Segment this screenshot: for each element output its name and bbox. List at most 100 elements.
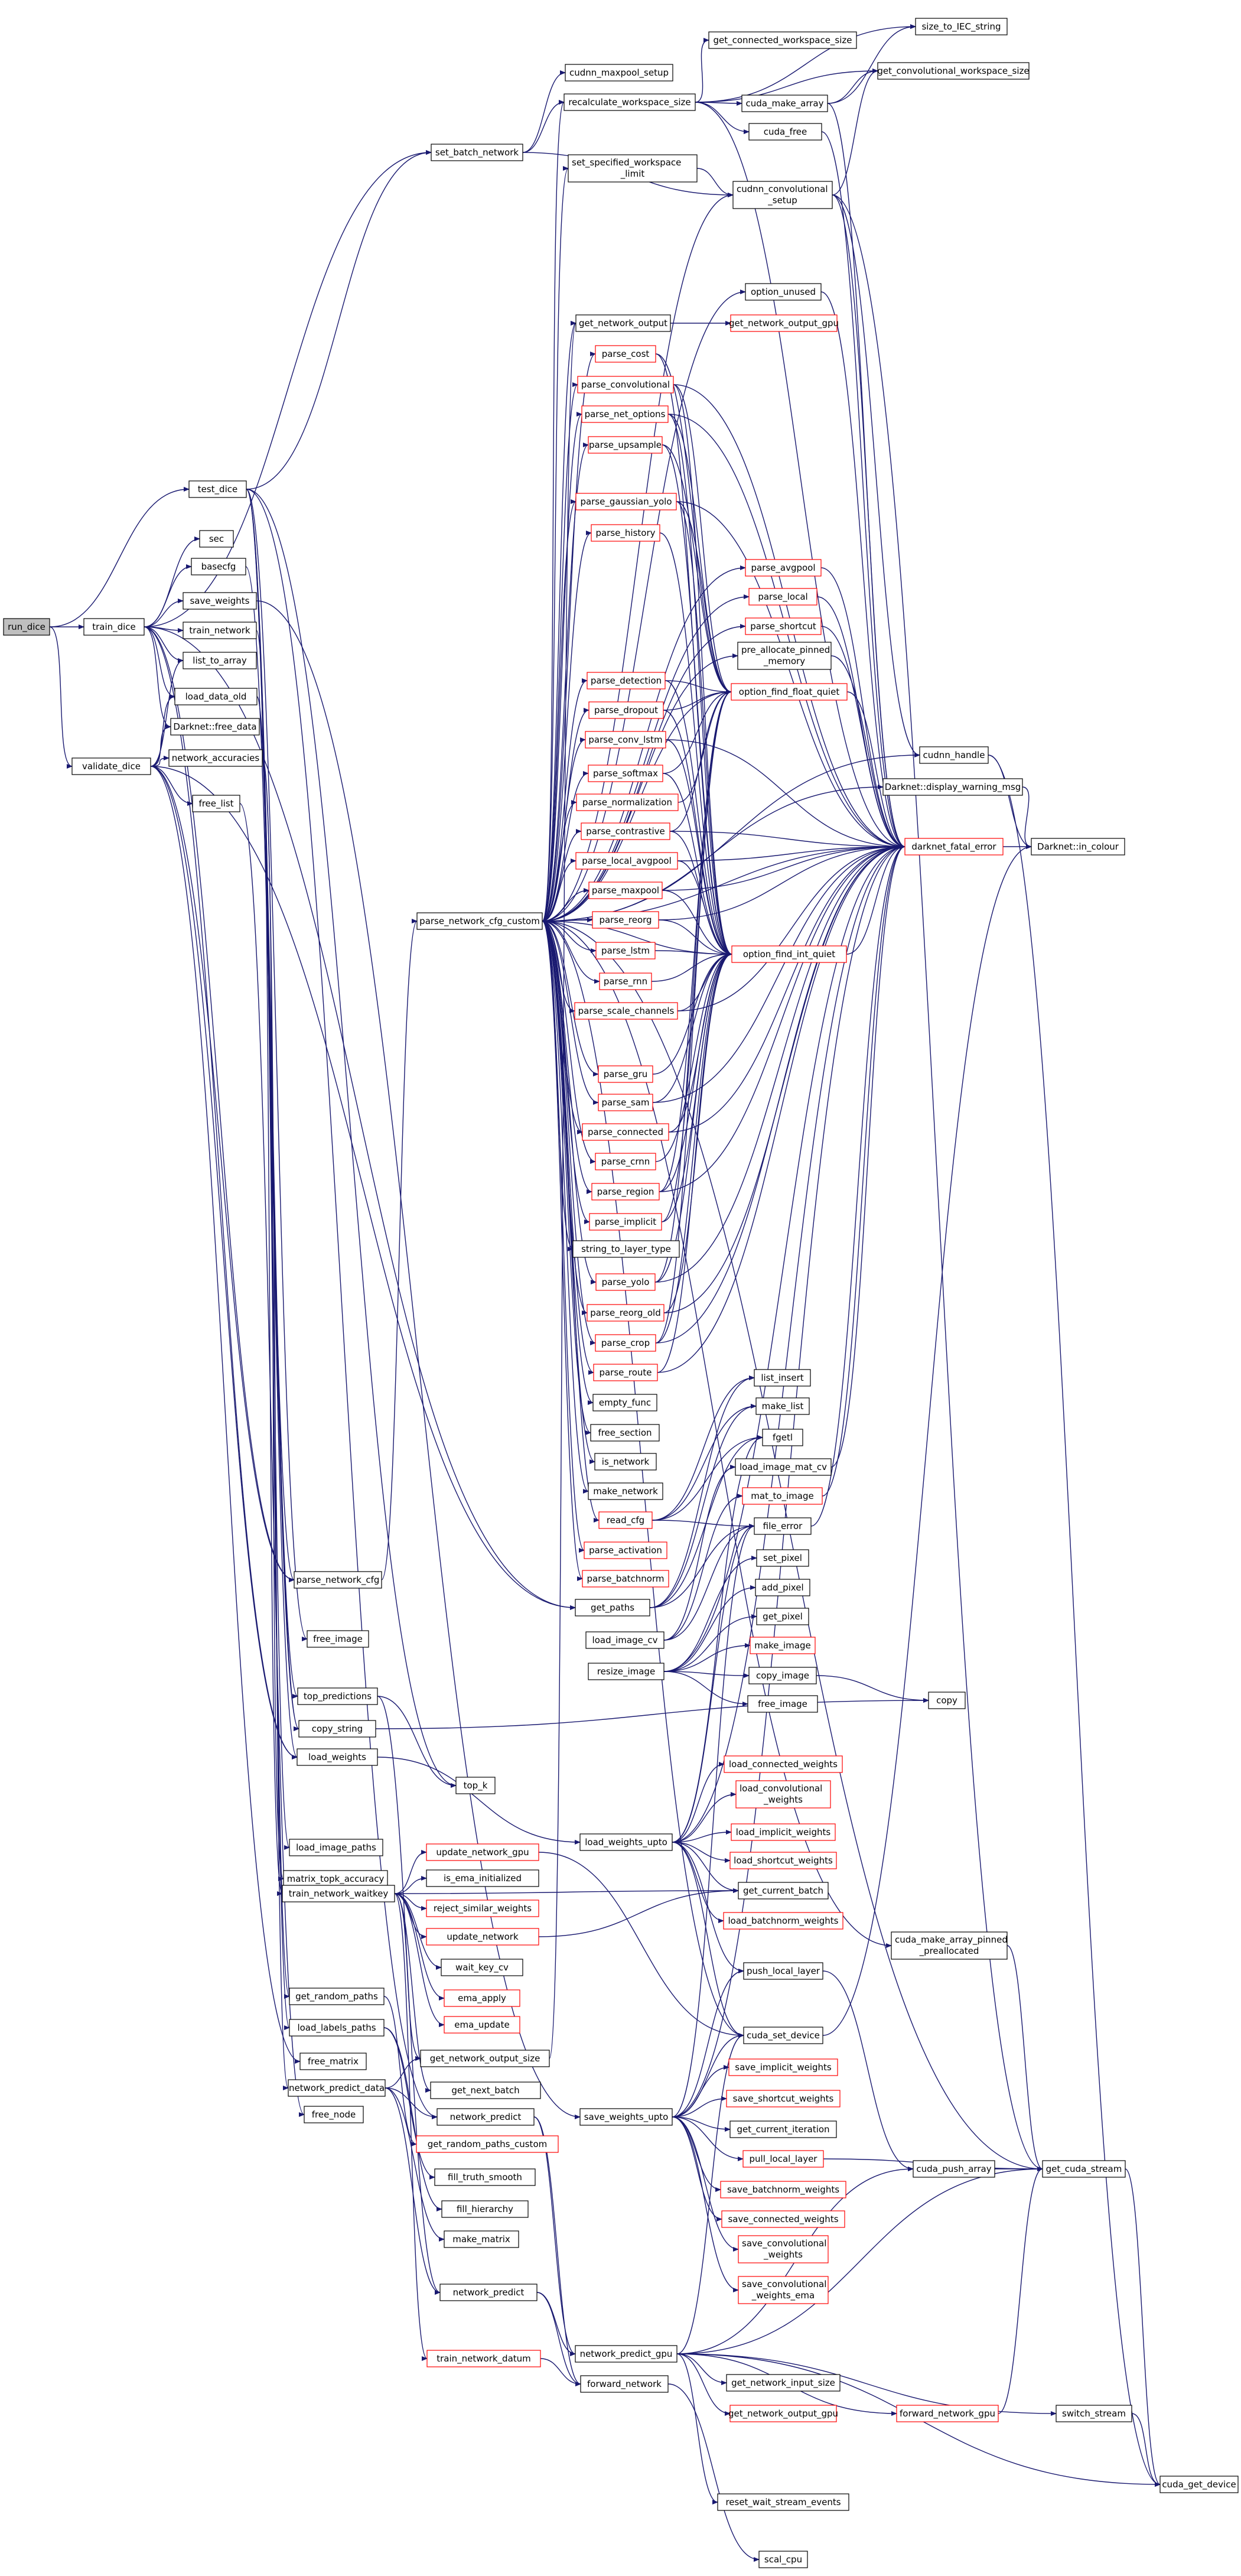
node-read-cfg[interactable]: read_cfg	[598, 1511, 653, 1529]
node-reject-similar-weights[interactable]: reject_similar_weights	[426, 1900, 539, 1917]
node-box[interactable]	[83, 618, 145, 636]
node-file-error[interactable]: file_error	[754, 1517, 812, 1535]
node-box[interactable]	[592, 911, 659, 929]
node-box[interactable]	[731, 1823, 836, 1841]
node-network-accuracies[interactable]: network_accuracies	[168, 749, 263, 767]
node-box[interactable]	[444, 2230, 519, 2248]
node-set-pixel[interactable]: set_pixel	[756, 1549, 809, 1567]
node-parse-scale-channels[interactable]: parse_scale_channels	[574, 1002, 678, 1020]
node-box[interactable]	[183, 652, 257, 669]
node-list-insert[interactable]: list_insert	[754, 1369, 811, 1387]
node-box[interactable]	[891, 1931, 1008, 1960]
node-train-network-datum[interactable]: train_network_datum	[426, 2350, 541, 2367]
node-parse-net-options[interactable]: parse_net_options	[581, 405, 669, 423]
node-parse-network-cfg-custom[interactable]: parse_network_cfg_custom	[416, 912, 543, 930]
node-parse-gaussian-yolo[interactable]: parse_gaussian_yolo	[575, 493, 677, 510]
node-load-labels-paths[interactable]: load_labels_paths	[289, 2019, 385, 2037]
node-get-next-batch[interactable]: get_next_batch	[430, 2081, 541, 2099]
node-get-current-iteration[interactable]: get_current_iteration	[729, 2120, 837, 2138]
node-save-weights[interactable]: save_weights	[183, 592, 257, 610]
node-box[interactable]	[420, 2050, 550, 2067]
node-copy-image[interactable]: copy_image	[748, 1667, 817, 1684]
node-box[interactable]	[579, 1833, 673, 1851]
node-load-image-cv[interactable]: load_image_cv	[585, 1631, 665, 1649]
node-size-to-iec-string[interactable]: size_to_IEC_string	[915, 18, 1008, 35]
node-box[interactable]	[575, 1599, 650, 1616]
node-box[interactable]	[738, 1882, 829, 1900]
node-save-implicit-weights[interactable]: save_implicit_weights	[728, 2058, 838, 2076]
node-box[interactable]	[587, 1304, 665, 1322]
node-box[interactable]	[575, 852, 678, 870]
node-load-weights[interactable]: load_weights	[297, 1748, 378, 1766]
node-box[interactable]	[742, 1487, 823, 1505]
node-box[interactable]	[174, 688, 258, 705]
node-make-list[interactable]: make_list	[755, 1397, 810, 1415]
node-box[interactable]	[575, 2345, 677, 2363]
node-box[interactable]	[595, 345, 656, 363]
node-box[interactable]	[748, 588, 817, 606]
node-box[interactable]	[455, 1777, 496, 1794]
node-box[interactable]	[576, 793, 679, 811]
node-cuda-free[interactable]: cuda_free	[748, 123, 822, 141]
node-get-convolutional-workspace-size[interactable]: get_convolutional_workspace_size	[877, 62, 1030, 80]
node-box[interactable]	[307, 1630, 369, 1648]
node-box[interactable]	[731, 945, 847, 963]
node-get-random-paths-custom[interactable]: get_random_paths_custom	[416, 2135, 559, 2153]
node-add-pixel[interactable]: add_pixel	[755, 1579, 810, 1596]
node-box[interactable]	[755, 1397, 810, 1415]
node-box[interactable]	[580, 2375, 669, 2393]
node-box[interactable]	[71, 757, 151, 775]
node-box[interactable]	[729, 2120, 837, 2138]
node-box[interactable]	[748, 123, 822, 141]
node-box[interactable]	[728, 2058, 838, 2076]
node-box[interactable]	[426, 1900, 539, 1917]
node-box[interactable]	[756, 1549, 809, 1567]
node-cudnn-convolutional-setup[interactable]: cudnn_convolutional_setup	[732, 181, 833, 209]
node-box[interactable]	[588, 701, 664, 719]
node-cudnn-maxpool-setup[interactable]: cudnn_maxpool_setup	[565, 64, 673, 82]
node-parse-detection[interactable]: parse_detection	[587, 672, 666, 689]
node-free-section[interactable]: free_section	[590, 1424, 660, 1442]
node-get-paths[interactable]: get_paths	[575, 1599, 650, 1616]
node-box[interactable]	[579, 2108, 673, 2126]
node-box[interactable]	[444, 1989, 520, 2007]
node-box[interactable]	[574, 1002, 678, 1020]
node-parse-local[interactable]: parse_local	[748, 588, 817, 606]
node-box[interactable]	[416, 912, 543, 930]
node-box[interactable]	[585, 1631, 665, 1649]
node-box[interactable]	[591, 1183, 660, 1201]
node-box[interactable]	[430, 2081, 541, 2099]
node-set-specified-workspace-limit[interactable]: set_specified_workspace_limit	[568, 154, 698, 183]
node-box[interactable]	[1042, 2160, 1126, 2178]
node-box[interactable]	[577, 376, 674, 393]
node-box[interactable]	[729, 1852, 837, 1869]
node-box[interactable]	[183, 622, 257, 639]
node-box[interactable]	[299, 2053, 367, 2070]
node-box[interactable]	[1031, 838, 1125, 856]
node-box[interactable]	[928, 1692, 966, 1709]
node-cuda-push-array[interactable]: cuda_push_array	[913, 2160, 995, 2178]
node-box[interactable]	[298, 1720, 376, 1738]
node-box[interactable]	[426, 1928, 539, 1946]
node-box[interactable]	[565, 64, 673, 82]
node-wait-key-cv[interactable]: wait_key_cv	[441, 1959, 523, 1976]
node-copy[interactable]: copy	[928, 1692, 966, 1709]
node-darknet-fatal-error[interactable]: darknet_fatal_error	[904, 838, 1004, 856]
node-get-network-output-gpu-2[interactable]: get_network_output_gpu	[728, 2405, 838, 2422]
node-box[interactable]	[588, 765, 663, 782]
node-parse-activation[interactable]: parse_activation	[584, 1541, 667, 1559]
node-box[interactable]	[426, 1843, 539, 1861]
node-option-find-float-quiet[interactable]: option_find_float_quiet	[731, 683, 848, 701]
node-box[interactable]	[416, 2135, 559, 2153]
node-get-pixel[interactable]: get_pixel	[756, 1608, 809, 1625]
node-load-batchnorm-weights[interactable]: load_batchnorm_weights	[723, 1912, 843, 1930]
node-box[interactable]	[289, 1988, 385, 2005]
node-parse-yolo[interactable]: parse_yolo	[595, 1273, 656, 1291]
node-pre-allocate-pinned-memory[interactable]: pre_allocate_pinned_memory	[737, 642, 832, 670]
node-train-dice[interactable]: train_dice	[83, 618, 145, 636]
node-load-convolutional-weights[interactable]: load_convolutional_weights	[735, 1780, 831, 1809]
node-run-dice[interactable]: run_dice	[3, 618, 50, 636]
node-box[interactable]	[581, 405, 669, 423]
node-parse-route[interactable]: parse_route	[593, 1364, 658, 1381]
node-box[interactable]	[3, 618, 50, 636]
